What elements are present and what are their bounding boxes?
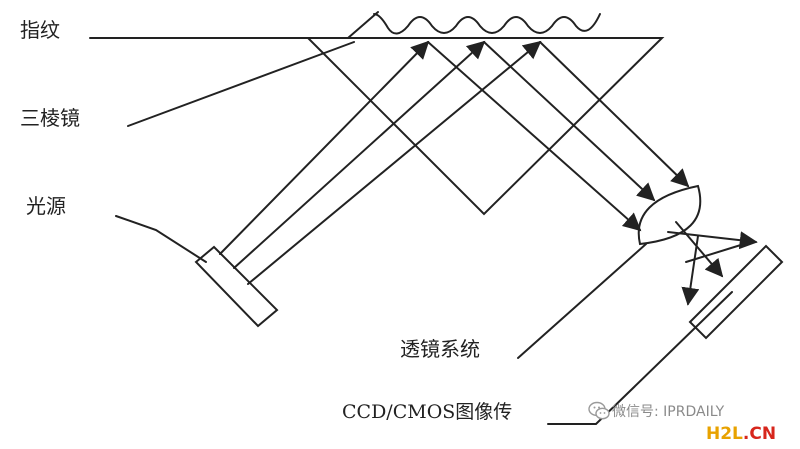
- lens-system-label: 透镜系统: [400, 337, 480, 361]
- lens-element: [637, 184, 702, 246]
- incoming-ray-1: [219, 40, 430, 255]
- lens-out-ray-2: [675, 221, 724, 278]
- site-logo-part2: CN: [749, 424, 777, 444]
- reflected-ray-2: [483, 41, 656, 202]
- fingerprint-ridges: [373, 13, 601, 35]
- light-source-leader-line: [115, 215, 207, 263]
- image-sensor-block: [688, 244, 784, 340]
- sensor-leader-line: [547, 291, 733, 425]
- lens-out-ray-4: [685, 243, 745, 263]
- wechat-icon: [588, 401, 610, 420]
- wechat-watermark-text: 微信号: IPRDAILY: [612, 404, 725, 420]
- lens-out-ray-1: [667, 231, 758, 250]
- prism-leader-line: [127, 41, 355, 127]
- site-logo-part1: H2L: [706, 424, 743, 444]
- light-source-label: 光源: [26, 194, 66, 218]
- incoming-ray-2: [233, 40, 486, 269]
- fingerprint-leader-line: [89, 11, 379, 39]
- reflected-ray-3: [539, 41, 690, 188]
- lens-out-ray-3: [681, 235, 700, 306]
- site-logo-badge: H2L.CN: [706, 424, 792, 444]
- prism-label: 三棱镜: [20, 106, 80, 130]
- prism-triangle: [305, 37, 665, 216]
- incoming-ray-3: [247, 40, 542, 285]
- light-source-block: [194, 245, 279, 328]
- site-logo-dot: .: [742, 424, 750, 444]
- reflected-ray-1: [427, 41, 642, 232]
- lens-leader-line: [517, 243, 647, 359]
- image-sensor-label: CCD/CMOS图像传: [342, 401, 513, 423]
- fingerprint-label: 指纹: [20, 18, 60, 42]
